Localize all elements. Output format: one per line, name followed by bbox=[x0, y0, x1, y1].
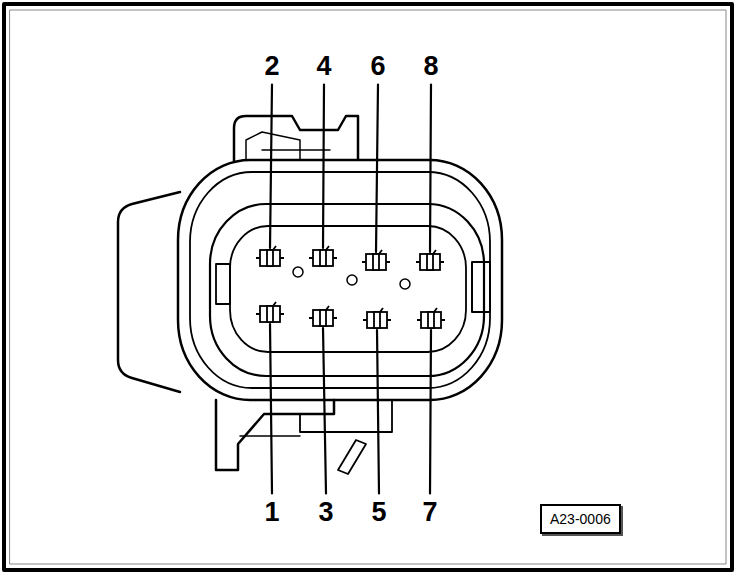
callout-number: 3 bbox=[318, 499, 333, 526]
callout-number: 6 bbox=[370, 53, 385, 80]
pin-tab bbox=[256, 302, 284, 314]
latch-detail bbox=[240, 435, 300, 437]
pin-body bbox=[260, 306, 280, 322]
pin-terminal bbox=[309, 306, 337, 326]
figure-id: A23-0006 bbox=[550, 512, 611, 526]
leader-line bbox=[430, 330, 431, 494]
pin-contact bbox=[374, 312, 380, 328]
pin-terminal bbox=[256, 302, 284, 322]
pin-body bbox=[367, 312, 387, 328]
pin-tab bbox=[417, 308, 445, 320]
figure-id-box: A23-0006 bbox=[540, 504, 621, 534]
housing-wing bbox=[118, 192, 180, 392]
housing-inner bbox=[210, 204, 484, 376]
pin-contact bbox=[267, 306, 273, 322]
pin-body bbox=[313, 310, 333, 326]
callout-number: 5 bbox=[371, 499, 386, 526]
pin-contact bbox=[373, 254, 379, 270]
pin-body bbox=[366, 254, 386, 270]
key-dot bbox=[347, 275, 357, 285]
pin-contact bbox=[320, 250, 326, 266]
callout-number: 1 bbox=[264, 499, 279, 526]
leader-line bbox=[323, 328, 326, 494]
key-dot bbox=[400, 279, 410, 289]
leader-line bbox=[377, 330, 379, 494]
leader-line bbox=[376, 85, 378, 253]
pin-terminal bbox=[363, 308, 391, 328]
side-key bbox=[472, 262, 490, 312]
key-dot bbox=[293, 267, 303, 277]
leader-line bbox=[270, 324, 272, 494]
callout-number: 2 bbox=[264, 53, 279, 80]
latch-slot bbox=[338, 440, 366, 474]
top-latch bbox=[234, 116, 358, 162]
housing-ridge bbox=[190, 172, 490, 388]
pin-body bbox=[420, 254, 440, 270]
top-latch-detail bbox=[246, 132, 300, 162]
leader-line bbox=[323, 85, 324, 249]
callout-number: 8 bbox=[423, 53, 438, 80]
callout-number: 4 bbox=[316, 53, 331, 80]
side-key bbox=[216, 264, 230, 304]
pin-contact bbox=[320, 310, 326, 326]
pin-tab bbox=[309, 306, 337, 318]
frame-inner bbox=[10, 10, 726, 564]
frame bbox=[4, 4, 732, 570]
callout-number: 7 bbox=[422, 499, 437, 526]
pin-tab bbox=[363, 308, 391, 320]
leader-line bbox=[430, 85, 431, 253]
pin-body bbox=[260, 250, 280, 266]
leader-line bbox=[270, 85, 272, 249]
pin-body bbox=[421, 312, 441, 328]
pin-body bbox=[313, 250, 333, 266]
pin-contact bbox=[427, 254, 433, 270]
bottom-latch bbox=[216, 400, 334, 470]
pin-terminal bbox=[417, 308, 445, 328]
pin-contact bbox=[267, 250, 273, 266]
pin-contact bbox=[428, 312, 434, 328]
housing-outer bbox=[178, 160, 502, 400]
